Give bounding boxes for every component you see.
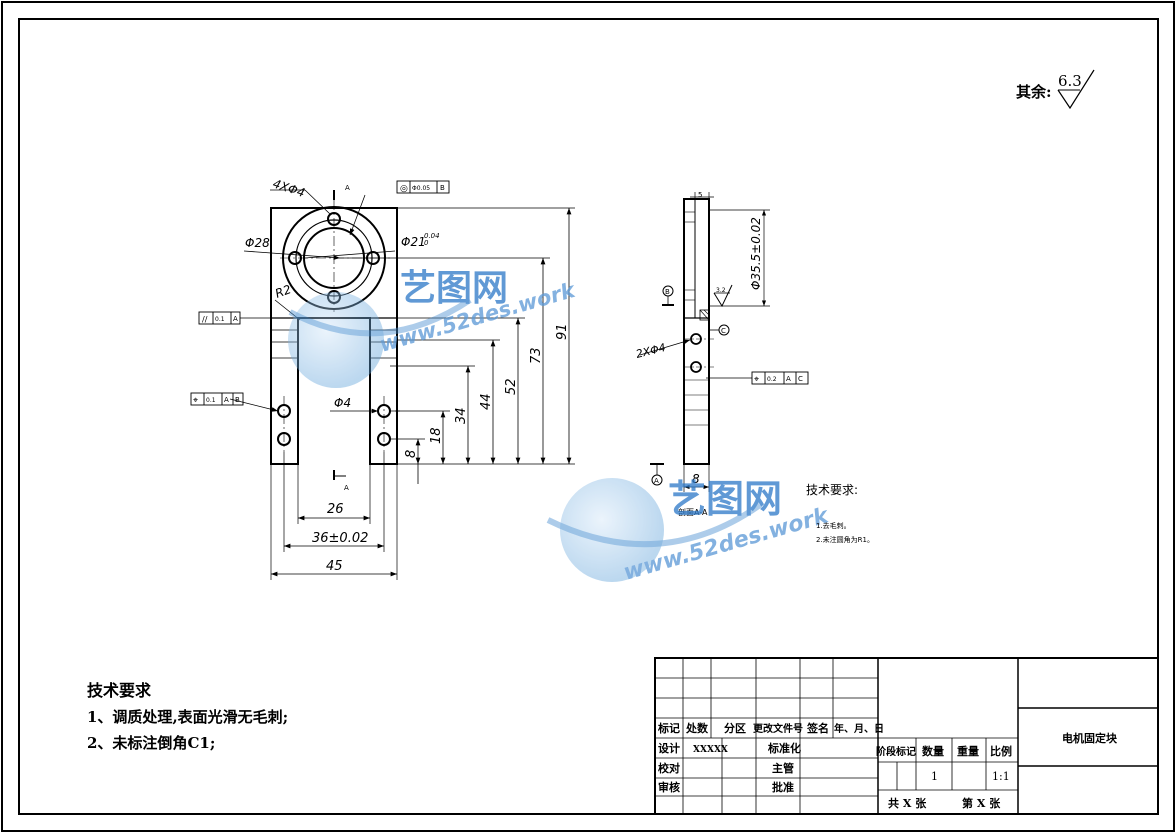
svg-text:处数: 处数 [685,721,709,735]
section-mark-bottom: A [344,484,349,492]
svg-text:标准化: 标准化 [767,741,801,755]
svg-text:比例: 比例 [990,744,1012,758]
svg-text:数量: 数量 [922,744,944,758]
svg-text:A: A [786,375,791,383]
svg-text:艺图网: 艺图网 [400,268,508,309]
dim-2x-d4: 2XΦ4 [635,341,667,361]
svg-text:重量: 重量 [957,744,979,758]
svg-text:0.1: 0.1 [215,316,225,323]
dim-side-8: 8 [692,472,700,486]
side-view-outline [683,198,710,465]
position-icon: ⌖ [193,396,198,406]
svg-text:第 X 张: 第 X 张 [962,796,1001,810]
svg-text:B: B [665,288,670,296]
dim-r2: R2 [273,282,293,301]
dim-d35-5: Φ35.5±0.02 [749,217,763,290]
position-icon-side: ⌖ [754,375,759,385]
svg-text:分区: 分区 [724,721,746,735]
local-roughness: 3.2 [713,284,733,308]
dim-d21-lower-tol: 0 [424,239,429,247]
dim-36: 36±0.02 [312,531,368,546]
svg-text:0.1: 0.1 [206,397,216,404]
svg-text:技术要求:: 技术要求: [806,483,858,497]
roughness-label: 其余: [1016,83,1052,101]
gdt-position-frame-side: ⌖ 0.2 A C [751,371,809,385]
quantity-value: 1 [931,770,938,783]
surface-roughness-note: 其余: 6.3 [1016,69,1095,110]
dim-d28: Φ28 [245,236,270,250]
roughness-symbol-icon [1057,69,1095,110]
datum-a-marker: A [650,463,664,486]
svg-text:B: B [440,184,445,192]
scale-value: 1:1 [992,770,1010,783]
svg-text:A: A [233,315,238,323]
dim-73: 73 [529,347,544,364]
section-title: 剖面A-A [678,507,708,517]
inner-border [18,18,1159,815]
dim-d21-upper-tol: 0.04 [424,232,440,240]
dim-8: 8 [404,450,419,458]
watermark-globe-icon [288,292,384,388]
section-mark-top: A [345,184,350,192]
tech-requirements-title: 技术要求 [87,681,152,700]
svg-text:3.2: 3.2 [716,287,726,294]
svg-text:A: A [224,396,229,404]
svg-text:审核: 审核 [658,780,680,794]
svg-text:Φ0.05: Φ0.05 [412,185,430,192]
title-block [654,657,1159,815]
roughness-value: 6.3 [1058,72,1082,90]
title-block-text: 标记 处数 分区 更改文件号 签名 年、月、日 设计 XXXXX 标准化 校对 … [657,721,1118,810]
svg-text:校对: 校对 [658,761,680,775]
gdt-parallelism-frame: // 0.1 A [198,311,241,325]
small-tech-notes: 技术要求: 1.去毛刺。 2.未注圆角为R1。 [806,483,874,544]
dim-side-5: 5 [698,191,702,199]
svg-text:更改文件号: 更改文件号 [753,722,803,735]
dim-26: 26 [327,502,344,517]
svg-text:主管: 主管 [772,761,794,775]
dim-34: 34 [454,407,469,424]
dim-52: 52 [504,378,519,395]
watermark-1: 艺图网 www.52des.work [288,268,579,388]
part-name: 电机固定块 [1062,731,1118,745]
svg-text:1.去毛刺。: 1.去毛刺。 [816,521,851,530]
svg-text:年、月、日: 年、月、日 [834,722,884,735]
svg-text:2.未注圆角为R1。: 2.未注圆角为R1。 [816,535,874,544]
svg-text:批准: 批准 [772,780,794,794]
dim-d4: Φ4 [334,396,351,410]
svg-text:签名: 签名 [806,721,829,735]
dim-91: 91 [555,323,570,340]
datum-c-marker: C [709,324,730,336]
svg-text:0.2: 0.2 [767,376,777,383]
gdt-position-frame-front: ⌖ 0.1 A B [190,392,244,406]
svg-text:C: C [798,375,803,383]
dim-18: 18 [429,427,444,444]
concentricity-icon: ◎ [400,184,408,194]
tech-requirement-item: 2、未标注倒角C1; [87,734,215,752]
svg-text:艺图网: 艺图网 [668,477,782,521]
svg-text:设计: 设计 [658,741,680,755]
tech-requirement-item: 1、调质处理,表面光滑无毛刺; [87,708,288,726]
tech-requirements: 技术要求 1、调质处理,表面光滑无毛刺; 2、未标注倒角C1; [87,681,288,752]
dim-45: 45 [326,559,343,574]
parallelism-icon: // [202,315,208,324]
svg-text:标记: 标记 [657,721,680,735]
svg-text:C: C [721,327,726,335]
svg-text:共 X 张: 共 X 张 [888,796,927,810]
svg-text:阶段标记: 阶段标记 [876,745,916,758]
svg-text:B: B [235,396,240,404]
dim-d21: Φ21 [401,235,426,249]
designer-name: XXXXX [693,745,728,755]
watermark-2: 艺图网 www.52des.work [546,477,832,586]
gdt-concentricity-frame: ◎ Φ0.05 B [396,180,450,194]
dim-44: 44 [479,393,494,410]
dim-4x-d4: 4XΦ4 [271,177,307,200]
front-view: A A 91 73 52 4 [190,177,575,580]
side-view: 5 Φ35.5±0.02 3.2 B C A [635,191,809,517]
datum-b-marker: B [662,285,674,306]
svg-text:A: A [654,477,659,485]
watermark-globe-icon-2 [560,478,664,582]
